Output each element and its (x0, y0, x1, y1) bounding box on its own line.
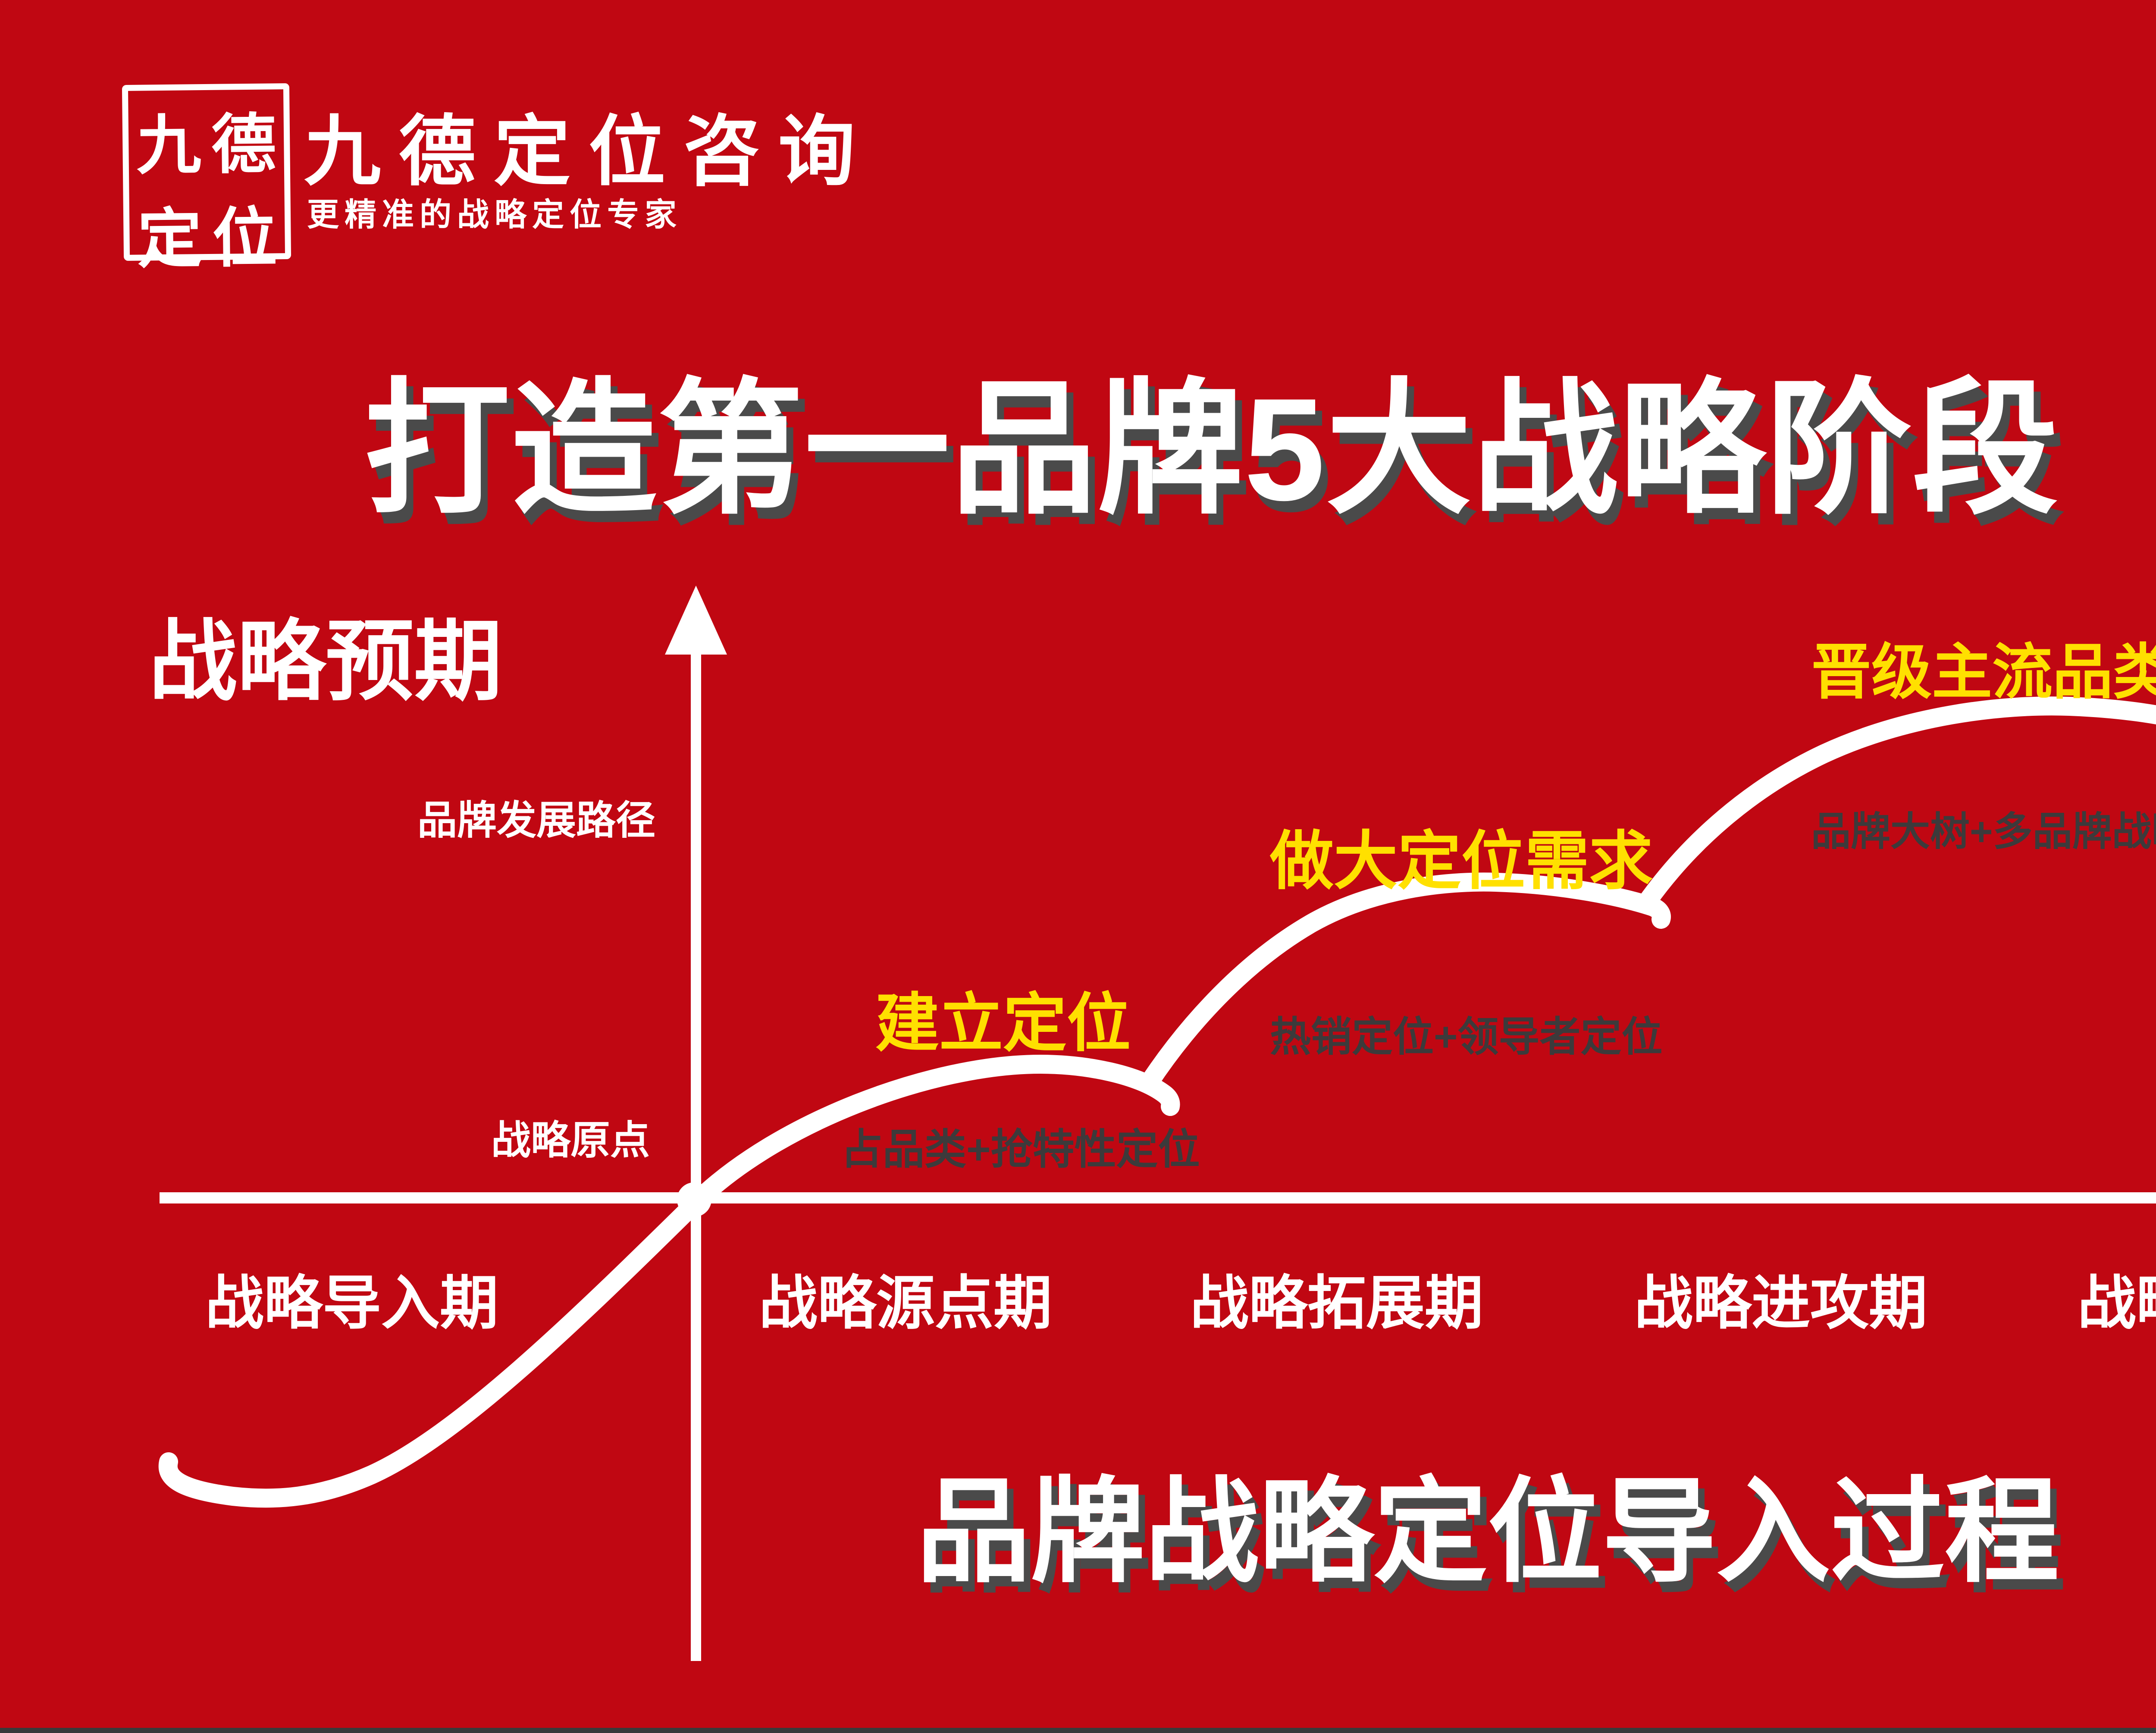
phase-label-mainstream-category: 晋级主流品类 (1811, 638, 2156, 706)
page-title: 打造第一品牌5大战略阶段 (364, 368, 2059, 531)
bottom-edge-bar (0, 1728, 2156, 1733)
growth-curve-arc-3 (1639, 696, 2156, 910)
curve-path-label: 品牌发展路径 (417, 799, 655, 843)
seal-char-4: 位 (212, 203, 278, 275)
growth-curve-arc-2 (1139, 872, 1671, 1093)
logo-seal: 九 德 定 位 (122, 83, 291, 276)
company-tagline: 更精准的战略定位专家 (307, 197, 682, 232)
phase-detail-grow-demand: 热销定位+领导者定位 (1270, 1014, 1663, 1060)
phase-detail-mainstream-category: 品牌大树+多品牌战略 (1811, 810, 2156, 854)
origin-label: 战略原点 (491, 1119, 650, 1163)
x-axis-label-origin-period: 战略源点期 (759, 1270, 1052, 1336)
seal-char-2: 德 (211, 109, 277, 182)
phase-detail-establish-positioning: 占品类+抢特性定位 (841, 1126, 1200, 1173)
x-axis-label-offensive-period: 战略进攻期 (1634, 1270, 1927, 1336)
y-axis-arrowhead-icon (665, 586, 727, 655)
company-name: 九德定位咨询 (304, 110, 873, 195)
phase-label-establish-positioning: 建立定位 (875, 988, 1131, 1059)
seal-char-1: 九 (136, 110, 202, 182)
phase-label-grow-demand: 做大定位需求 (1270, 826, 1653, 897)
y-axis-label: 战略预期 (149, 612, 502, 711)
x-axis-label-phasing-period: 战略分期 (2078, 1270, 2156, 1336)
footer-title: 品牌战略定位导入过程 (916, 1468, 2059, 1596)
seal-char-3: 定 (137, 204, 203, 276)
growth-curve-arc-1 (158, 1054, 1180, 1508)
x-axis-label-expansion-period: 战略拓展期 (1190, 1270, 1483, 1336)
x-axis-label-intro-period: 战略导入期 (205, 1270, 498, 1336)
